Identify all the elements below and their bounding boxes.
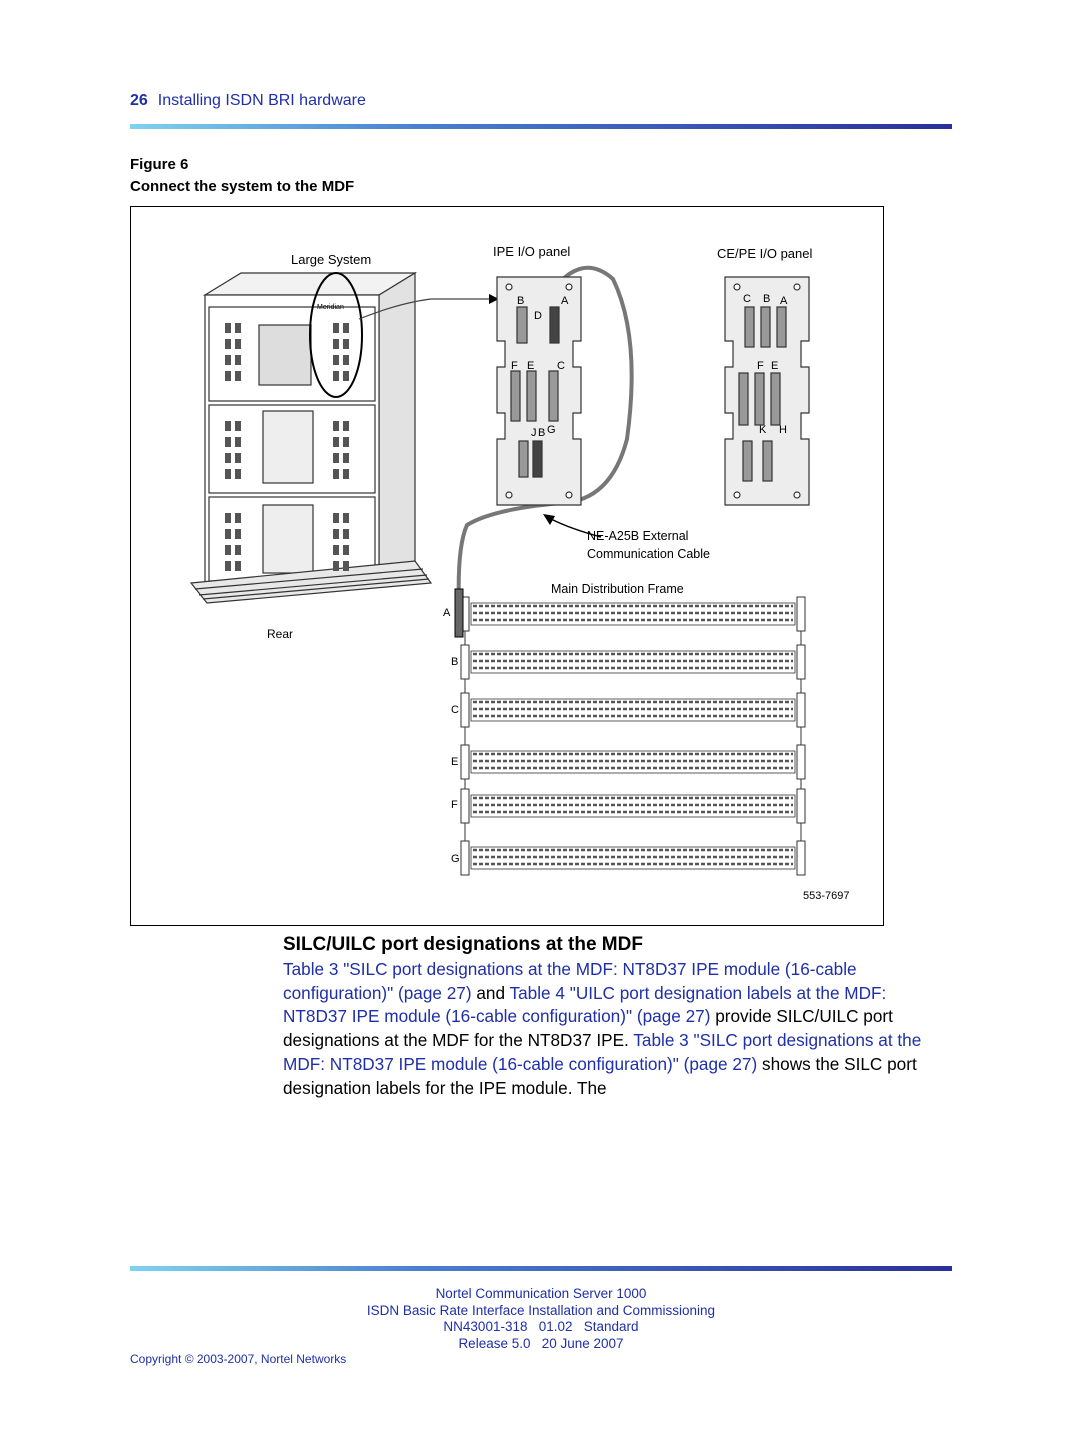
mdf-terminal-block <box>460 692 806 745</box>
footer-line-3: NN43001-318 01.02 Standard <box>443 1319 639 1334</box>
ipe-label-e: E <box>527 360 534 372</box>
mdf-cable-connector <box>454 588 464 638</box>
ce-label-a: A <box>780 295 788 307</box>
mdf-terminal-block <box>460 644 806 693</box>
ipe-label-d: D <box>534 310 542 322</box>
footer-line-2: ISDN Basic Rate Interface Installation a… <box>366 1302 716 1318</box>
footer-rule <box>130 1266 952 1271</box>
body-text-1: and <box>471 982 510 1003</box>
mdf-row-label-b: B <box>451 656 458 668</box>
cable-pointer <box>550 518 602 538</box>
footer-line-4: Release 5.0 20 June 2007 <box>458 1335 624 1351</box>
figure-number: Figure 6 <box>130 156 189 173</box>
ipe-panel-label: IPE I/O panel <box>493 244 570 259</box>
cepe-io-panel <box>724 276 810 506</box>
header-rule <box>130 124 952 129</box>
body-text-2: provide SILC/UILC port designations at t… <box>283 1006 893 1051</box>
mdf-terminal-block <box>460 744 806 789</box>
meridian-label: Meridian <box>317 304 344 311</box>
mdf-row-label-c: C <box>451 704 459 716</box>
rear-label: Rear <box>267 627 293 641</box>
copyright: Copyright © 2003-2007, Nortel Networks <box>130 1352 347 1366</box>
page-footer: Nortel Communication Server 1000 ISDN Ba… <box>130 1286 952 1352</box>
cabinet-card-slots <box>225 323 349 571</box>
header-title: Installing ISDN BRI hardware <box>157 92 366 109</box>
footer-line-1: Nortel Communication Server 1000 <box>435 1286 647 1301</box>
section-title: SILC/UILC port designations at the MDF <box>283 934 643 955</box>
ipe-label-b2: B <box>538 427 545 439</box>
link-table-3-again[interactable]: Table 3 "SILC port designations at the M… <box>283 1030 922 1074</box>
highlight-circle <box>309 272 363 398</box>
mdf-connection-diagram: Large System Rear Meridian IPE I/O panel… <box>189 244 850 902</box>
cable-to-ipe <box>358 298 491 320</box>
figure-id: 553-7697 <box>803 890 850 902</box>
mdf-terminal-block <box>460 788 806 841</box>
figure-frame: Large System Rear Meridian IPE I/O panel… <box>130 206 884 926</box>
mdf-terminal-block <box>460 596 806 645</box>
mdf-terminal-block <box>460 840 806 876</box>
running-header: 26 Installing ISDN BRI hardware <box>130 92 366 110</box>
ipe-label-f: F <box>511 360 518 372</box>
section-body: Table 3 "SILC port designations at the M… <box>283 958 955 1100</box>
ce-label-f: F <box>757 360 764 372</box>
cepe-panel-label: CE/PE I/O panel <box>717 246 812 261</box>
mdf-row-label-f: F <box>451 799 458 811</box>
cable-label-2: Communication Cable <box>587 547 710 561</box>
ce-label-c: C <box>743 293 751 305</box>
mdf-row-label-a: A <box>443 607 451 619</box>
ce-label-e: E <box>771 360 778 372</box>
cable-label-1: NE-A25B External <box>587 529 688 543</box>
link-table-4[interactable]: Table 4 "UILC port designation labels at… <box>283 982 887 1027</box>
ipe-label-a: A <box>561 295 569 307</box>
ce-label-h: H <box>779 424 787 436</box>
mdf-label: Main Distribution Frame <box>551 582 684 596</box>
ipe-label-g: G <box>547 424 556 436</box>
mdf-row-label-g: G <box>451 853 460 865</box>
link-table-3[interactable]: Table 3 "SILC port designations at the M… <box>283 959 857 1003</box>
ipe-label-c: C <box>557 360 565 372</box>
large-system-label: Large System <box>291 252 371 267</box>
cable-arrow <box>489 294 499 304</box>
ipe-io-panel <box>496 276 582 506</box>
cable-pointer-head <box>543 514 555 525</box>
mdf-row-label-e: E <box>451 756 458 768</box>
page-number: 26 <box>130 92 148 109</box>
ce-label-k: K <box>759 424 767 436</box>
large-system-cabinet <box>189 271 433 604</box>
communication-cable <box>456 265 634 608</box>
body-text-3: shows the SILC port designation labels f… <box>283 1053 917 1098</box>
ipe-label-b: B <box>517 295 524 307</box>
ipe-label-j: J <box>531 427 537 439</box>
main-distribution-frame <box>460 596 806 876</box>
figure-caption: Connect the system to the MDF <box>130 178 355 195</box>
ce-label-b: B <box>763 293 770 305</box>
